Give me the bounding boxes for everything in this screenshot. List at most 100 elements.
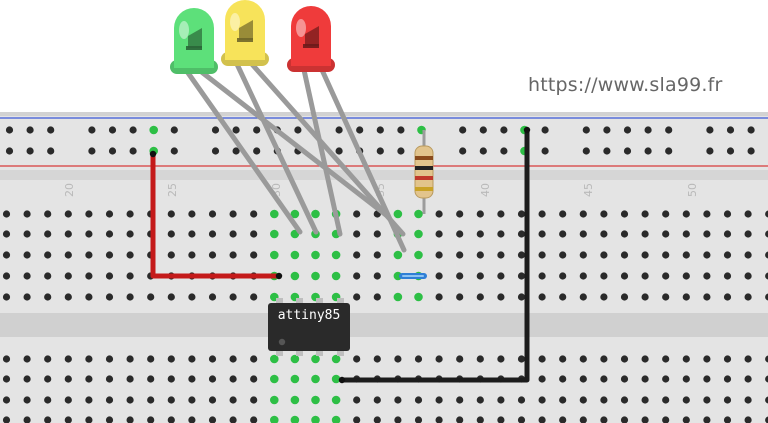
hole-active [290,209,300,219]
hole [167,210,175,218]
hole [414,396,423,404]
hole [600,396,608,404]
hole [126,210,134,218]
hole-active [290,374,300,384]
hole [126,251,134,259]
led-leg [247,59,406,237]
hole [105,272,114,280]
hole [208,375,217,383]
led-die [305,26,319,46]
led-die-base [303,44,319,48]
hole [167,416,175,423]
hole [559,272,567,280]
hole [414,355,423,363]
hole [765,355,768,363]
hole [765,293,768,301]
hole [105,416,114,423]
hole [620,293,629,301]
hole [353,230,361,238]
hole [44,210,52,218]
hole [26,126,34,134]
hole-active [414,292,423,302]
hole [682,272,690,280]
hole [517,230,526,238]
hole [64,416,72,423]
resistor [414,130,434,214]
hole [2,210,11,218]
hole [456,416,464,423]
hole [723,396,732,404]
hole [353,396,361,404]
hole [456,293,464,301]
hole [147,293,155,301]
led-die [239,20,253,40]
hole [744,375,752,383]
hole [517,355,526,363]
hole [229,396,237,404]
hole [662,375,670,383]
hole [765,272,768,280]
hole [620,416,629,423]
hole [373,355,381,363]
chip-pin-bottom [337,348,344,356]
hole-active [331,354,341,364]
hole [579,272,587,280]
hole [188,396,196,404]
hole [129,126,137,134]
hole [435,355,443,363]
hole [723,416,732,423]
hole [5,147,14,155]
hole [167,251,175,259]
hole [250,396,258,404]
hole [211,126,220,134]
hole [723,230,732,238]
hole [603,147,611,155]
hole-active [290,415,300,423]
hole [476,230,484,238]
hole [559,375,567,383]
hole-active [311,354,320,364]
hole [188,416,196,423]
hole [703,272,711,280]
hole [600,210,608,218]
chip-pin-top [337,298,344,305]
hole [620,230,629,238]
hole [456,272,464,280]
hole [208,416,217,423]
hole [147,416,155,423]
hole [64,396,72,404]
hole [559,293,567,301]
hole [126,293,134,301]
board-body [0,112,768,423]
hole [229,416,237,423]
hole [126,355,134,363]
hole [188,251,196,259]
hole [44,230,52,238]
hole [188,293,196,301]
hole-active [311,374,320,384]
hole-active [270,415,279,423]
hole [85,355,93,363]
hole [703,230,711,238]
hole [44,251,52,259]
hole [497,416,505,423]
hole [126,396,134,404]
hole [665,126,673,134]
hole [517,251,526,259]
hole [479,126,487,134]
resistor-band [415,166,433,170]
hole [579,396,587,404]
hole [500,147,508,155]
hole [579,293,587,301]
hole [726,126,735,134]
hole [23,251,31,259]
hole-active [290,395,300,405]
hole [232,126,240,134]
hole [682,375,690,383]
hole [682,230,690,238]
hole-active [311,250,320,260]
hole [559,230,567,238]
hole [253,126,261,134]
hole-active [311,395,320,405]
hole [23,416,31,423]
